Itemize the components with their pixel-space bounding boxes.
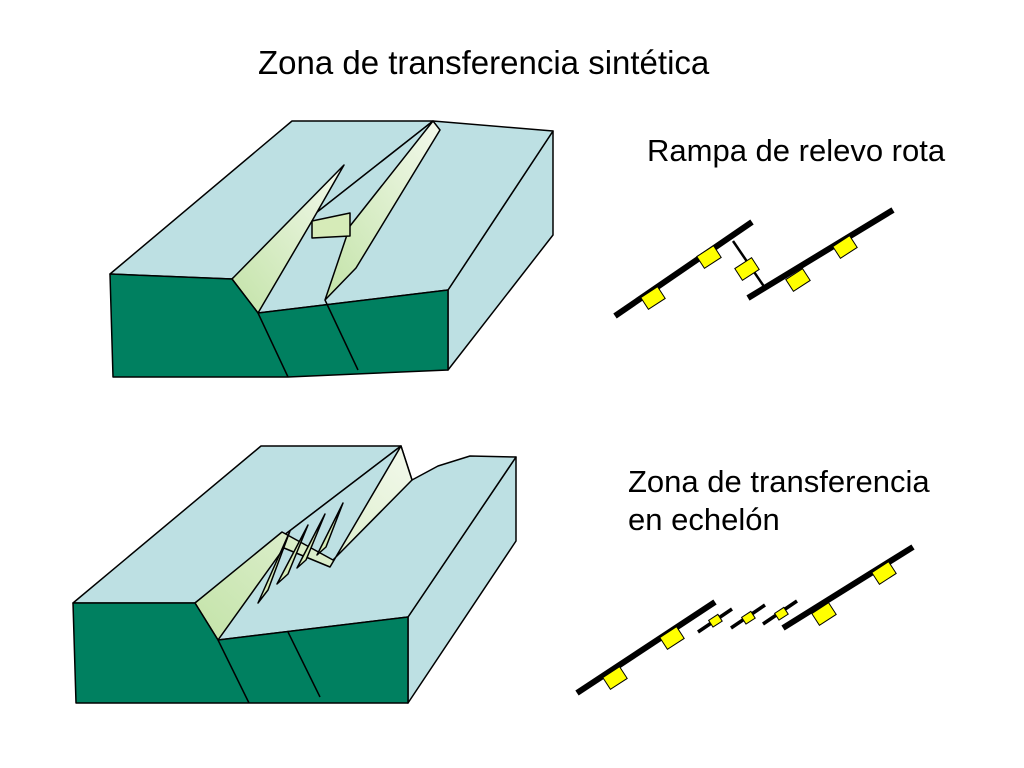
echelon-label: Zona de transferencia en echelón (628, 463, 930, 539)
echelon-label-line2: en echelón (628, 502, 780, 537)
block1-scarp-right (324, 120, 441, 301)
hanging-wall-marker (659, 625, 685, 651)
echelon-label-line1: Zona de transferencia (628, 464, 930, 499)
block2-fault-trace-1 (217, 639, 250, 704)
hanging-wall-marker (871, 560, 897, 586)
fault-segment-right (781, 544, 915, 631)
hanging-wall-marker (696, 244, 722, 270)
hanging-wall-marker (785, 267, 811, 293)
block1-fault-trace-1 (257, 312, 289, 378)
hanging-wall-marker (734, 256, 760, 282)
fault-segment-left (613, 219, 754, 319)
map-en-echelon (575, 544, 915, 696)
hanging-wall-marker (740, 610, 756, 625)
block2-echelon-fault-3 (296, 513, 326, 569)
hanging-wall-marker (832, 234, 858, 260)
fault-segment-right (746, 207, 895, 301)
hanging-wall-marker (773, 606, 789, 621)
hanging-wall-marker (640, 285, 666, 311)
fault-segment-left (575, 599, 717, 696)
diagram-title: Zona de transferencia sintética (258, 44, 710, 81)
block-diagram-relay-ramp (109, 120, 554, 378)
block1-ramp-breach (311, 212, 351, 239)
block1-fault-trace-2 (324, 299, 359, 371)
rampa-label: Rampa de relevo rota (647, 133, 946, 168)
block2-echelon-fault-2 (276, 524, 309, 585)
hanging-wall-marker (602, 665, 628, 691)
block2-echelon-fault-4 (316, 502, 344, 556)
hanging-wall-marker (707, 613, 723, 628)
block2-fault-trace-2 (287, 631, 321, 698)
block2-front-face (72, 602, 409, 704)
map-relay-ramp (613, 207, 895, 319)
block2-echelon-fault-1 (257, 530, 291, 604)
hanging-wall-marker (811, 601, 837, 627)
block1-front-face (109, 273, 449, 378)
block-diagram-en-echelon (72, 445, 517, 704)
